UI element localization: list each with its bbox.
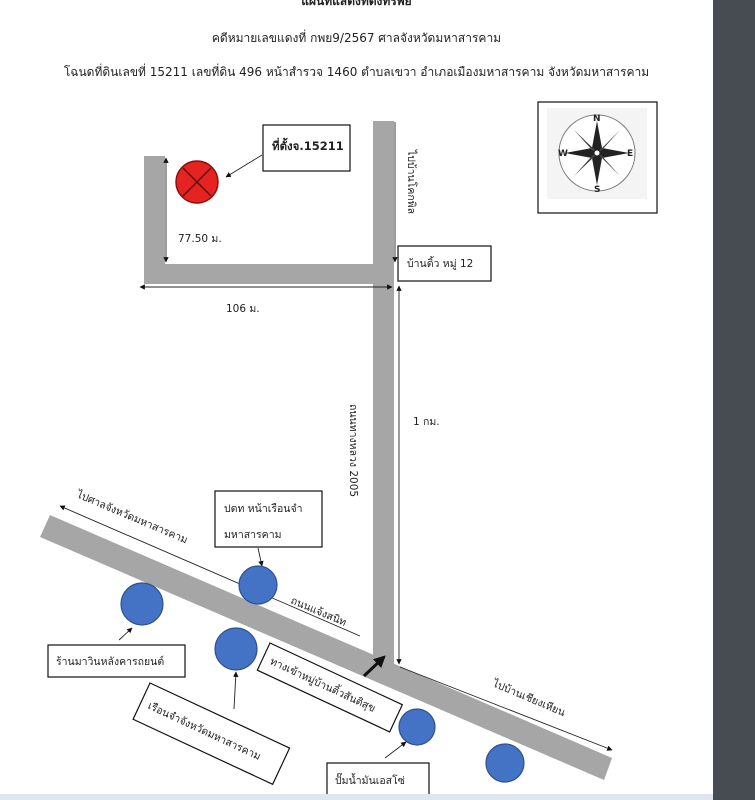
site-label-box [262,124,351,172]
compass-n: N [593,114,601,124]
blue-circle-icon [214,627,258,671]
village-label: บ้านติ้ว หมู่ 12 [407,256,473,270]
highway-2005-label: ถนนทางหลวง 2005 [347,404,359,497]
location-map: 77.50 ม. 106 ม. 1 กม. ไปบ้านโคกพิล ถนนทา… [40,101,658,800]
gas-label-box [326,762,430,800]
document-page: แผนที่แสดงที่ตั้งทรัพย์ คดีหมายเลขแดงที่… [40,0,658,800]
village-label-box [397,245,492,282]
distance-1km-label: 1 กม. [413,416,440,428]
blue-circle-icon [398,708,436,746]
viewer-bottom-strip [0,794,713,800]
jail-label-box: เรือนจำจังหวัดมหาสารคาม [132,682,291,786]
viewer-scrollbar-gutter[interactable] [713,0,755,800]
side-road-horizontal [144,264,394,284]
gas-label: ปั๊มน้ำมันเอสโซ่ [335,772,405,787]
blue-circle-icon [485,743,525,783]
distance-77-50-label: 77.50 ม. [178,233,222,245]
ptt-label-line2: มหาสารคาม [224,529,282,541]
compass-s: S [594,185,600,195]
highway-2005-road [373,121,394,674]
roads [40,121,612,780]
compass-w: W [558,149,568,159]
side-road-vertical [144,156,165,284]
dimension-lines [59,122,613,751]
compass-e: E [627,149,633,159]
main-road-chaengsanit [40,515,612,780]
distance-106-label: 106 ม. [226,303,260,315]
map-title: แผนที่แสดงที่ตั้งทรัพย์ [301,0,412,8]
red-crossed-circle-icon [175,160,219,204]
shop-label: ร้านมาวินหลังคารถยนต์ [56,655,164,668]
ptt-label-box [214,490,323,548]
compass-rose-icon: N E S W [537,101,658,214]
ptt-label-line1: ปตท หน้าเรือนจำ [224,502,303,515]
shop-label-box [47,644,186,678]
site-label: ที่ตั้งจ.15211 [272,137,344,153]
blue-circle-icon [238,565,278,605]
case-number-line: คดีหมายเลขแดงที่ กพย9/2567 ศาลจังหวัดมหา… [211,31,502,45]
blue-circle-icon [120,582,164,626]
to-khok-phin-label: ไปบ้านโคกพิล [405,149,418,214]
deed-line: โฉนดที่ดินเลขที่ 15211 เลขที่ดิน 496 หน้… [63,65,650,79]
